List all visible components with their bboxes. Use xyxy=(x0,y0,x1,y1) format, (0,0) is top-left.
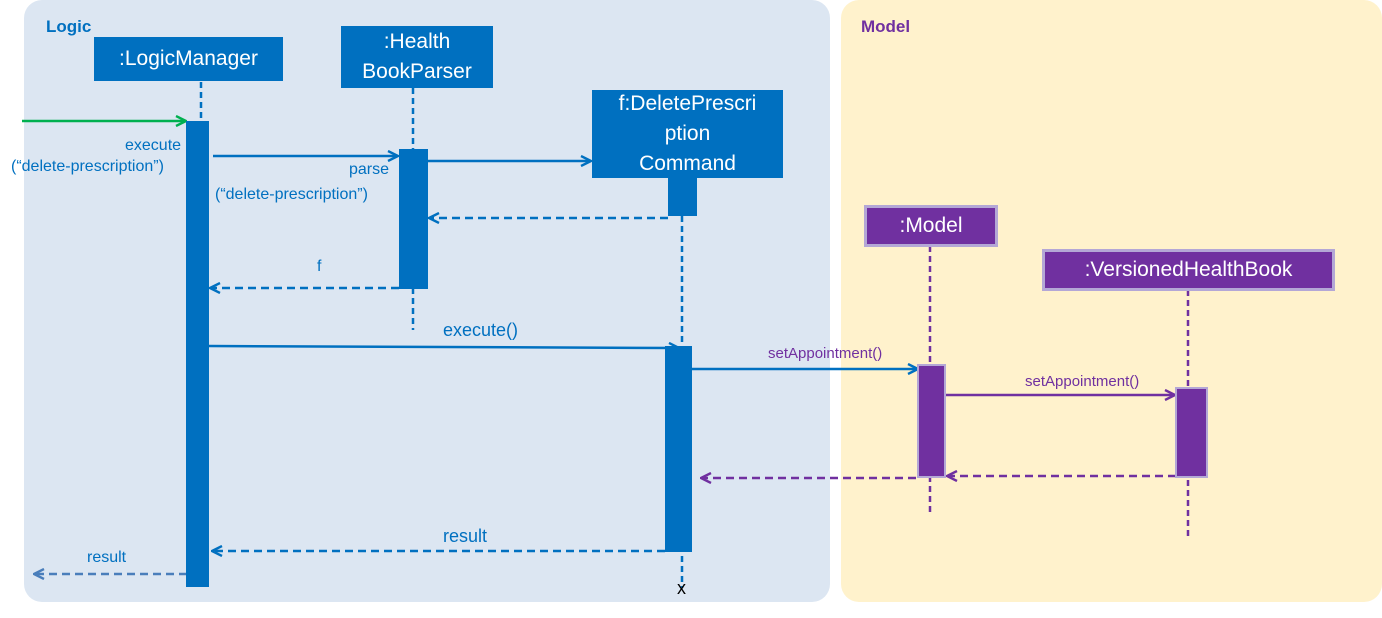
versioned-label: :VersionedHealthBook xyxy=(1084,258,1293,281)
set-appointment-model-label: setAppointment() xyxy=(768,345,883,362)
command-label-line1: f:DeletePrescri xyxy=(618,92,757,115)
command-execute-activation xyxy=(665,346,692,552)
destroy-mark: x xyxy=(677,578,686,598)
parser-label-line2: BookParser xyxy=(362,60,472,83)
versioned-health-book-box: :VersionedHealthBook xyxy=(1042,249,1335,291)
command-creation-activation xyxy=(668,178,697,216)
parser-label-line1: :Health xyxy=(383,30,451,53)
logic-region-title: Logic xyxy=(46,17,92,36)
model-activation xyxy=(917,364,946,478)
parser-activation xyxy=(399,149,428,289)
command-label-line3: Command xyxy=(639,152,736,175)
delete-prescription-command-box: f:DeletePrescri ption Command xyxy=(592,90,783,178)
versioned-activation xyxy=(1175,387,1208,478)
model-box: :Model xyxy=(864,205,998,247)
execute-label-line2: (“delete-prescription”) xyxy=(11,158,164,175)
f-return-label: f xyxy=(317,258,322,275)
parse-label-line1: parse xyxy=(349,161,390,178)
model-label: :Model xyxy=(899,214,963,237)
model-region-title: Model xyxy=(861,17,911,36)
health-book-parser-box: :Health BookParser xyxy=(341,26,493,88)
logic-manager-box: :LogicManager xyxy=(94,37,283,81)
result-inner-label: result xyxy=(443,526,488,546)
logic-manager-activation xyxy=(186,121,209,587)
execute-call-arrow xyxy=(208,346,679,348)
set-appointment-versioned-label: setAppointment() xyxy=(1025,373,1140,390)
logic-manager-label: :LogicManager xyxy=(119,47,258,70)
parse-label-line2: (“delete-prescription”) xyxy=(215,186,368,203)
execute-call-label: execute() xyxy=(443,320,519,340)
command-label-line2: ption xyxy=(664,122,711,145)
result-outer-label: result xyxy=(87,549,127,566)
execute-label-line1: execute xyxy=(125,137,182,154)
